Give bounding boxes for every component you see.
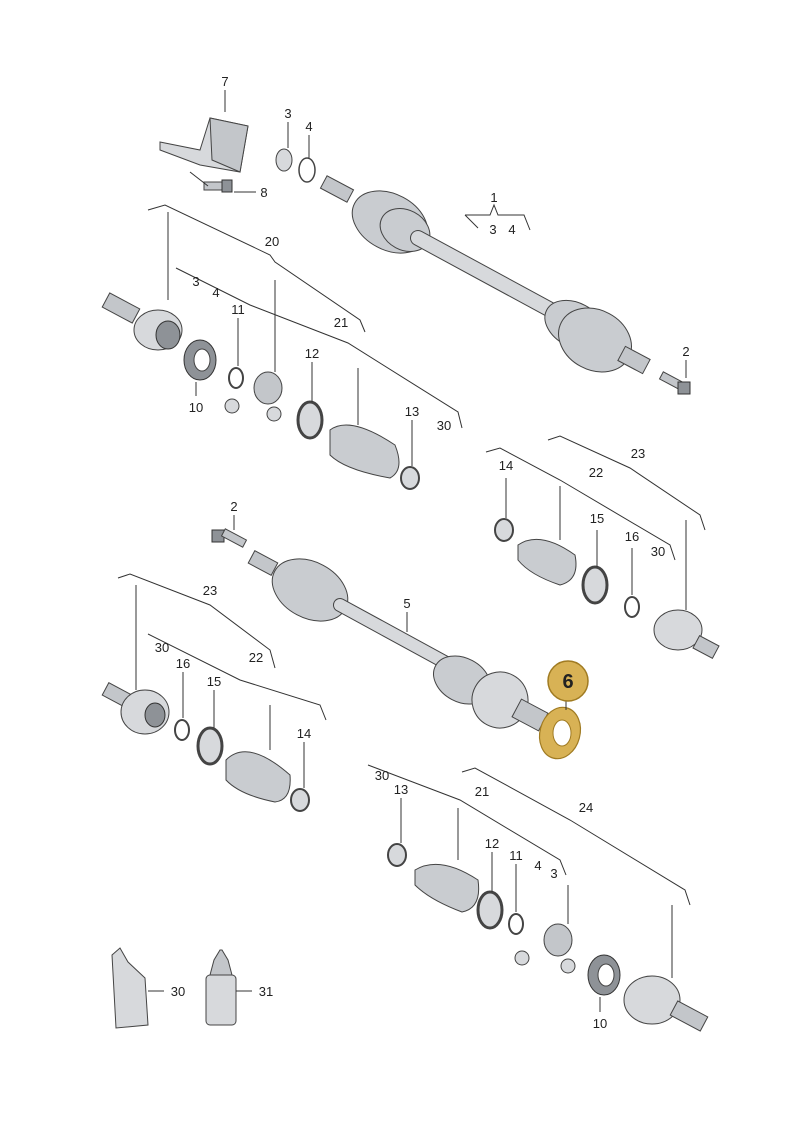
- callout-14-top: 14: [499, 458, 513, 473]
- callout-30-tube: 30: [171, 984, 185, 999]
- callout-6-number: 6: [562, 671, 573, 693]
- abs-ring-6-highlighted[interactable]: [534, 703, 586, 764]
- circlip-11-bottom[interactable]: [508, 913, 524, 935]
- bolt-8[interactable]: [203, 179, 233, 193]
- callout-30-kit20: 30: [437, 418, 451, 433]
- callout-16-top: 16: [625, 529, 639, 544]
- clamp-13-bottom[interactable]: [387, 843, 407, 867]
- bolt-2-top[interactable]: [658, 371, 691, 395]
- bolt-2-mid[interactable]: [211, 528, 248, 548]
- spider-cage-top[interactable]: [224, 371, 283, 422]
- ring-4-top[interactable]: [298, 157, 316, 183]
- driveshaft-5[interactable]: [247, 546, 549, 737]
- circlip-11-top[interactable]: [228, 367, 244, 389]
- callout-4-kit24: 4: [534, 858, 541, 873]
- grease-tube[interactable]: [111, 947, 149, 1029]
- callout-22-bottom: 22: [249, 650, 263, 665]
- boot-kit24[interactable]: [414, 863, 480, 913]
- callout-6-badge[interactable]: 6: [547, 660, 589, 702]
- callout-12-bottom: 12: [485, 836, 499, 851]
- callout-24: 24: [579, 800, 593, 815]
- boot-kit20[interactable]: [329, 424, 400, 479]
- clamp-14-top[interactable]: [494, 518, 514, 542]
- clamp-12-top[interactable]: [296, 400, 324, 440]
- callout-5: 5: [403, 596, 410, 611]
- callout-10-top: 10: [189, 400, 203, 415]
- callout-31: 31: [259, 984, 273, 999]
- clamp-15-top[interactable]: [581, 565, 609, 605]
- callout-3-kit20: 3: [192, 274, 199, 289]
- clamp-15-bottom[interactable]: [196, 726, 224, 766]
- boot-left-lower[interactable]: [225, 751, 291, 803]
- callout-2-mid: 2: [230, 499, 237, 514]
- clamp-14-bottom[interactable]: [290, 788, 310, 812]
- callout-20: 20: [265, 234, 279, 249]
- spider-cage-bottom[interactable]: [514, 923, 576, 974]
- callout-16-bottom: 16: [176, 656, 190, 671]
- callout-15-bottom: 15: [207, 674, 221, 689]
- callout-7: 7: [221, 74, 228, 89]
- abs-ring-10-top[interactable]: [183, 339, 217, 381]
- callout-3-top: 3: [284, 106, 291, 121]
- callout-12-top: 12: [305, 346, 319, 361]
- callout-21-top: 21: [334, 315, 348, 330]
- callout-11-bottom: 11: [509, 848, 523, 863]
- callout-30-left: 30: [155, 640, 169, 655]
- callout-30-lower: 30: [375, 768, 389, 783]
- circlip-3-top[interactable]: [275, 148, 293, 172]
- callout-15-top: 15: [590, 511, 604, 526]
- heat-shield[interactable]: [159, 117, 249, 173]
- outer-joint-left[interactable]: [101, 682, 170, 735]
- callout-4-kit20: 4: [212, 285, 219, 300]
- callout-10-bottom: 10: [593, 1016, 607, 1031]
- callout-3-shaft1: 3: [489, 222, 496, 237]
- callout-11-top: 11: [231, 302, 245, 317]
- callout-3-kit24: 3: [550, 866, 557, 881]
- callout-23-top: 23: [631, 446, 645, 461]
- outer-cv-joint[interactable]: [101, 292, 183, 351]
- callout-1: 1: [490, 190, 497, 205]
- callout-2-top: 2: [682, 344, 689, 359]
- circlip-16-bottom[interactable]: [174, 719, 190, 741]
- clamp-12-bottom[interactable]: [476, 890, 504, 930]
- inner-joint-kit23[interactable]: [653, 609, 720, 660]
- clamp-13-top[interactable]: [400, 466, 420, 490]
- sealant-bottle[interactable]: [205, 949, 237, 1026]
- callout-13-bottom: 13: [394, 782, 408, 797]
- callout-22-top: 22: [589, 465, 603, 480]
- callout-4-top: 4: [305, 119, 312, 134]
- callout-21-bottom: 21: [475, 784, 489, 799]
- circlip-16-top[interactable]: [624, 596, 640, 618]
- driveshaft-1[interactable]: [319, 175, 651, 385]
- callout-14-bottom: 14: [297, 726, 311, 741]
- callout-8: 8: [260, 185, 267, 200]
- callout-30-kit23: 30: [651, 544, 665, 559]
- outer-joint-kit24[interactable]: [623, 975, 709, 1032]
- abs-ring-10-bottom[interactable]: [587, 954, 621, 996]
- callout-23-bottom: 23: [203, 583, 217, 598]
- callout-4-shaft1: 4: [508, 222, 515, 237]
- callout-13-top: 13: [405, 404, 419, 419]
- boot-kit23[interactable]: [517, 538, 577, 586]
